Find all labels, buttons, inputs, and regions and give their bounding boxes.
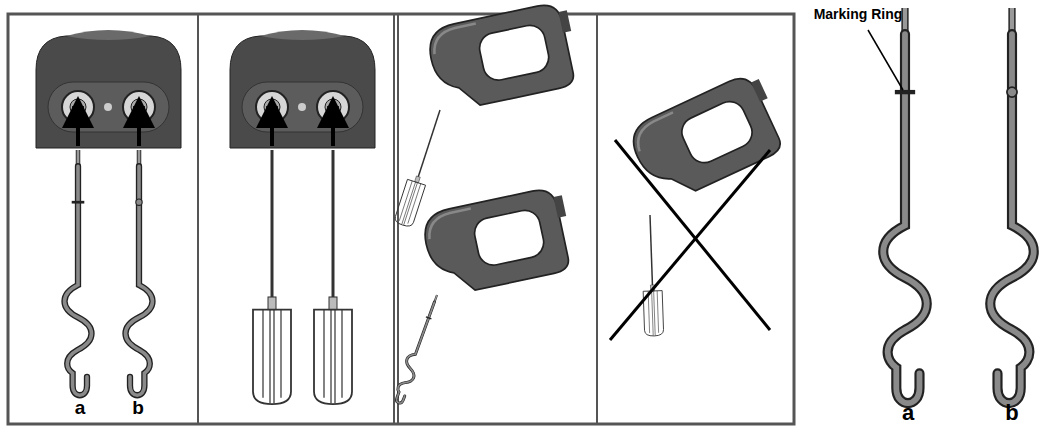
part-letter: b <box>132 398 144 417</box>
part-letter: b <box>1005 402 1018 424</box>
part-name: Marking Ring <box>814 7 903 21</box>
part-letter: a <box>902 402 914 424</box>
part-letter: a <box>75 398 86 417</box>
leader-line <box>868 30 903 90</box>
